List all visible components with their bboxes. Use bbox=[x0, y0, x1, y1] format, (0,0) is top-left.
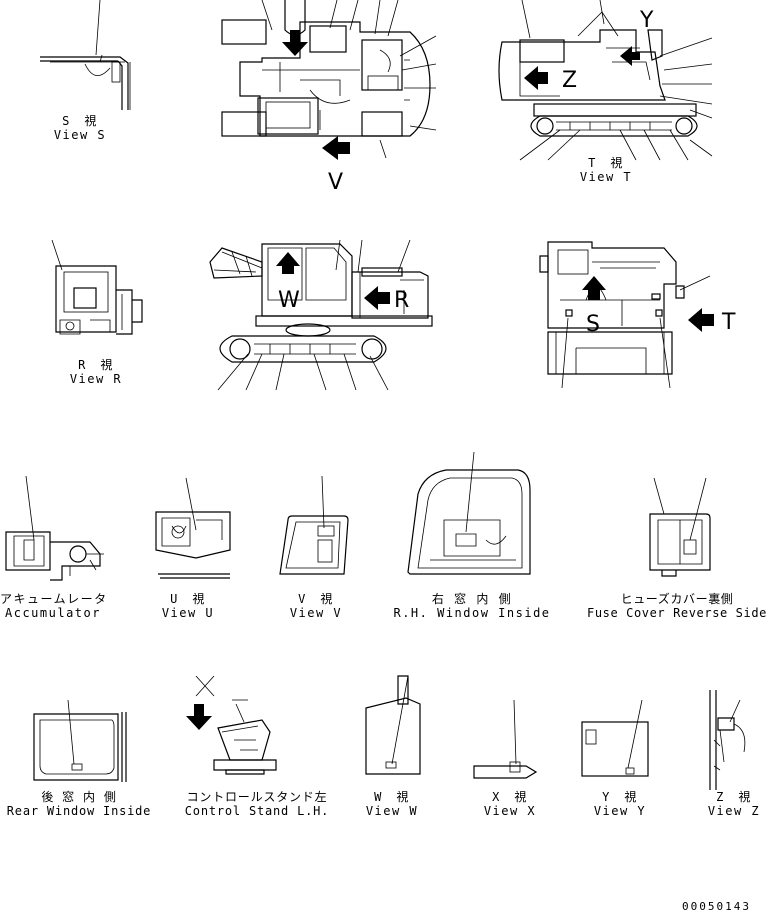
marker-v: V bbox=[328, 170, 344, 195]
caption-en: Rear Window Inside bbox=[6, 804, 152, 818]
marker-t: T bbox=[722, 310, 736, 335]
view-r-drawing bbox=[51, 239, 143, 335]
caption-fuse-cover: ヒューズカバー裏側 Fuse Cover Reverse Side bbox=[578, 592, 776, 620]
caption-jp: コントロールスタンド左 bbox=[186, 790, 328, 804]
view-v-drawing bbox=[279, 475, 349, 575]
caption-view-t: T 視 View T bbox=[566, 156, 646, 184]
rh-window-drawing bbox=[407, 451, 531, 575]
caption-view-v: V 視 View V bbox=[276, 592, 356, 620]
view-z-drawing bbox=[709, 690, 746, 790]
caption-view-z: Z 視 View Z bbox=[694, 790, 774, 818]
caption-en: View V bbox=[289, 606, 343, 620]
caption-jp: R 視 bbox=[78, 358, 114, 372]
caption-en: View X bbox=[483, 804, 537, 818]
rear-window-drawing bbox=[33, 699, 127, 782]
view-u-drawing bbox=[155, 477, 231, 579]
caption-en: Fuse Cover Reverse Side bbox=[587, 606, 767, 620]
view-w-drawing bbox=[365, 675, 421, 775]
caption-rear-window: 後 窓 内 側 Rear Window Inside bbox=[0, 790, 158, 818]
caption-en: R.H. Window Inside bbox=[393, 606, 551, 620]
caption-jp: W 視 bbox=[374, 790, 410, 804]
caption-view-r: R 視 View R bbox=[56, 358, 136, 386]
caption-jp: T 視 bbox=[588, 156, 624, 170]
caption-view-y: Y 視 View Y bbox=[580, 790, 660, 818]
caption-jp: X 視 bbox=[492, 790, 528, 804]
fuse-cover-drawing bbox=[649, 477, 711, 577]
view-y-drawing bbox=[581, 699, 649, 777]
caption-control-stand: コントロールスタンド左 Control Stand L.H. bbox=[180, 790, 334, 818]
marker-w: W bbox=[278, 288, 300, 313]
side-view-drawing bbox=[209, 239, 433, 391]
caption-jp: Y 視 bbox=[602, 790, 638, 804]
caption-en: View Z bbox=[707, 804, 761, 818]
caption-jp: ヒューズカバー裏側 bbox=[620, 592, 734, 606]
caption-view-s: S 視 View S bbox=[40, 114, 120, 142]
marker-z: Z bbox=[562, 68, 578, 93]
accumulator-drawing bbox=[5, 475, 104, 581]
caption-rh-window: 右 窓 内 側 R.H. Window Inside bbox=[392, 592, 552, 620]
caption-jp: Z 視 bbox=[716, 790, 752, 804]
caption-jp: 後 窓 内 側 bbox=[41, 790, 117, 804]
caption-en: View W bbox=[365, 804, 419, 818]
caption-jp: 右 窓 内 側 bbox=[431, 592, 513, 606]
caption-jp: S 視 bbox=[62, 114, 98, 128]
caption-accumulator: アキュームレータ Accumulator bbox=[0, 592, 106, 620]
caption-en: View R bbox=[69, 372, 123, 386]
marker-s: S bbox=[586, 312, 600, 337]
view-s-drawing bbox=[40, 0, 131, 110]
control-stand-drawing bbox=[186, 675, 277, 775]
caption-en: View U bbox=[161, 606, 215, 620]
view-x-drawing bbox=[473, 699, 538, 779]
caption-en: View S bbox=[53, 128, 107, 142]
view-t-drawing bbox=[498, 0, 713, 161]
marker-y: Y bbox=[640, 8, 654, 33]
caption-view-u: U 視 View U bbox=[148, 592, 228, 620]
caption-jp: U 視 bbox=[170, 592, 206, 606]
drawing-code: 00050143 bbox=[682, 900, 751, 913]
rear-view-drawing bbox=[539, 241, 714, 389]
caption-jp: アキュームレータ bbox=[0, 592, 108, 606]
caption-en: Accumulator bbox=[5, 606, 101, 620]
caption-en: View T bbox=[579, 170, 633, 184]
caption-view-x: X 視 View X bbox=[470, 790, 550, 818]
caption-en: View Y bbox=[593, 804, 647, 818]
caption-view-w: W 視 View W bbox=[352, 790, 432, 818]
caption-jp: V 視 bbox=[298, 592, 334, 606]
marker-r: R bbox=[394, 288, 410, 313]
top-view-drawing bbox=[221, 0, 437, 160]
caption-en: Control Stand L.H. bbox=[184, 804, 330, 818]
